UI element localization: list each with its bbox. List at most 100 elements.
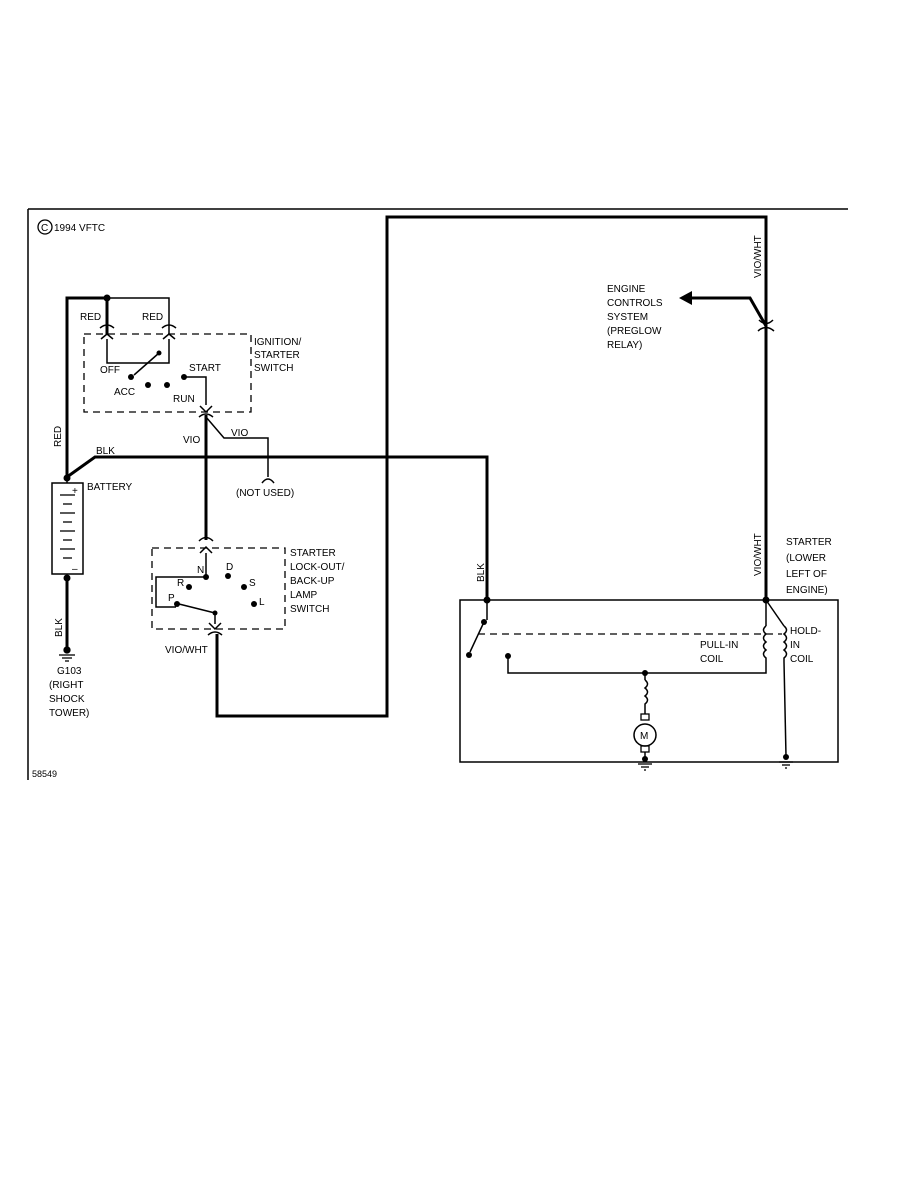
lockout-l-contact xyxy=(251,601,257,607)
ignition-acc-contact xyxy=(145,382,151,388)
lockout-title-line-4: LAMP xyxy=(290,590,318,601)
copyright-symbol: C xyxy=(41,223,48,234)
lockout-r-contact xyxy=(186,584,192,590)
pull-in-coil-line-1: PULL-IN xyxy=(700,640,738,651)
ground-location-line-3: TOWER) xyxy=(49,708,89,719)
wire-label-blk-top: BLK xyxy=(96,446,115,457)
ignition-switch-blade xyxy=(133,352,160,376)
wire-label-blk-ground: BLK xyxy=(54,618,65,637)
wire-vio-branch xyxy=(205,416,269,477)
wire-label-blk-starter: BLK xyxy=(476,563,487,582)
ground-g103-icon xyxy=(59,646,75,662)
starter-contact-lower xyxy=(466,652,472,658)
ignition-switch-title: IGNITION/ STARTER SWITCH xyxy=(254,337,301,374)
engine-controls-arrow-icon xyxy=(679,291,692,305)
hold-in-coil-line-2: IN xyxy=(790,640,800,651)
ignition-left-connector xyxy=(99,324,115,340)
ignition-off-label: OFF xyxy=(100,365,120,376)
ignition-acc-label: ACC xyxy=(114,387,135,398)
wire-label-red-left: RED xyxy=(80,312,101,323)
wire-blk-top xyxy=(66,455,489,598)
ignition-off-contact xyxy=(128,374,134,380)
motor-ground-dot xyxy=(642,756,648,762)
lockout-n-label: N xyxy=(197,565,204,576)
battery-cells xyxy=(60,494,75,559)
battery-label: BATTERY xyxy=(87,482,133,493)
wire-starter-motor-bus xyxy=(507,656,767,674)
lockout-bottom-connector xyxy=(207,613,223,636)
not-used-connector xyxy=(261,478,275,484)
wire-vio-wht-loop xyxy=(215,215,768,718)
wire-label-red-right: RED xyxy=(142,312,163,323)
field-coil-icon xyxy=(643,679,649,714)
ground-label: G103 xyxy=(57,666,82,677)
hold-in-coil-line-1: HOLD- xyxy=(790,626,821,637)
ignition-internal-link xyxy=(106,339,170,364)
battery-body xyxy=(51,482,84,575)
wire-label-vio-main: VIO xyxy=(183,435,200,446)
ignition-switch-box xyxy=(83,333,252,413)
lockout-switch-box xyxy=(151,547,286,630)
lockout-n-contact xyxy=(203,574,209,580)
pull-in-coil-line-2: COIL xyxy=(700,654,724,665)
ignition-pivot xyxy=(156,350,162,356)
motor-label: M xyxy=(640,731,648,742)
wire-red-to-right-contact xyxy=(107,297,170,334)
starter-box xyxy=(459,599,839,763)
lockout-title-line-2: LOCK-OUT/ xyxy=(290,562,345,573)
lockout-top-connector xyxy=(198,536,214,554)
engine-controls-line-2: CONTROLS xyxy=(607,298,663,309)
battery-plus: + xyxy=(72,486,78,497)
wire-hold-in-ground xyxy=(783,661,787,757)
copyright-circle xyxy=(37,219,53,235)
engine-controls-line-5: RELAY) xyxy=(607,340,642,351)
lockout-title-line-5: SWITCH xyxy=(290,604,329,615)
ground-dot xyxy=(63,646,71,654)
starter-right-ground-icon xyxy=(779,761,793,769)
ground-location-line-2: SHOCK xyxy=(49,694,85,705)
wire-label-vio-wht-lockout: VIO/WHT xyxy=(165,645,208,656)
starter-motor-ground-icon xyxy=(638,763,652,771)
ignition-title-line-3: SWITCH xyxy=(254,363,293,374)
wire-label-vio-wht-top: VIO/WHT xyxy=(753,235,764,278)
ignition-acc-contact-2 xyxy=(164,382,170,388)
lockout-title-line-1: STARTER xyxy=(290,548,336,559)
lockout-s-label: S xyxy=(249,578,256,589)
wire-label-red-battery: RED xyxy=(53,426,64,447)
ground-location-line-1: (RIGHT xyxy=(49,680,83,691)
lockout-d-contact xyxy=(225,573,231,579)
lockout-title-line-3: BACK-UP xyxy=(290,576,335,587)
ignition-start-link xyxy=(184,376,207,405)
lockout-p-contact xyxy=(174,601,180,607)
not-used-label: (NOT USED) xyxy=(236,488,294,499)
hold-in-coil-line-3: COIL xyxy=(790,654,814,665)
lockout-switch-blade xyxy=(178,603,216,614)
wire-label-vio-wht-starter: VIO/WHT xyxy=(753,533,764,576)
ignition-title-line-1: IGNITION/ xyxy=(254,337,301,348)
starter-title-line-4: ENGINE) xyxy=(786,585,828,596)
ignition-start-label: START xyxy=(189,363,221,374)
starter-title-line-2: (LOWER xyxy=(786,553,826,564)
starter-contact-blade xyxy=(469,621,485,653)
lockout-internal-link xyxy=(155,553,207,608)
hold-in-coil-icon xyxy=(782,625,788,662)
ignition-right-connector xyxy=(161,324,177,340)
lockout-l-label: L xyxy=(259,597,265,608)
figure-number: 58549 xyxy=(32,769,57,779)
wire-engine-controls xyxy=(689,296,768,327)
wire-label-vio-branch: VIO xyxy=(231,428,248,439)
pull-in-coil-icon xyxy=(762,625,768,662)
lockout-r-label: R xyxy=(177,578,184,589)
ignition-title-line-2: STARTER xyxy=(254,350,300,361)
ignition-bottom-connector xyxy=(198,405,214,418)
engine-controls-line-1: ENGINE xyxy=(607,284,646,295)
hold-in-ground-dot xyxy=(783,754,789,760)
engine-controls-label: ENGINE CONTROLS SYSTEM (PREGLOW RELAY) xyxy=(607,284,663,351)
starter-title-line-1: STARTER xyxy=(786,537,832,548)
motor-brush-top xyxy=(640,713,650,721)
engine-controls-line-3: SYSTEM xyxy=(607,312,648,323)
lockout-switch-title: STARTER LOCK-OUT/ BACK-UP LAMP SWITCH xyxy=(290,548,345,615)
lockout-s-contact xyxy=(241,584,247,590)
copyright-mark: C 1994 VFTC xyxy=(37,219,105,235)
